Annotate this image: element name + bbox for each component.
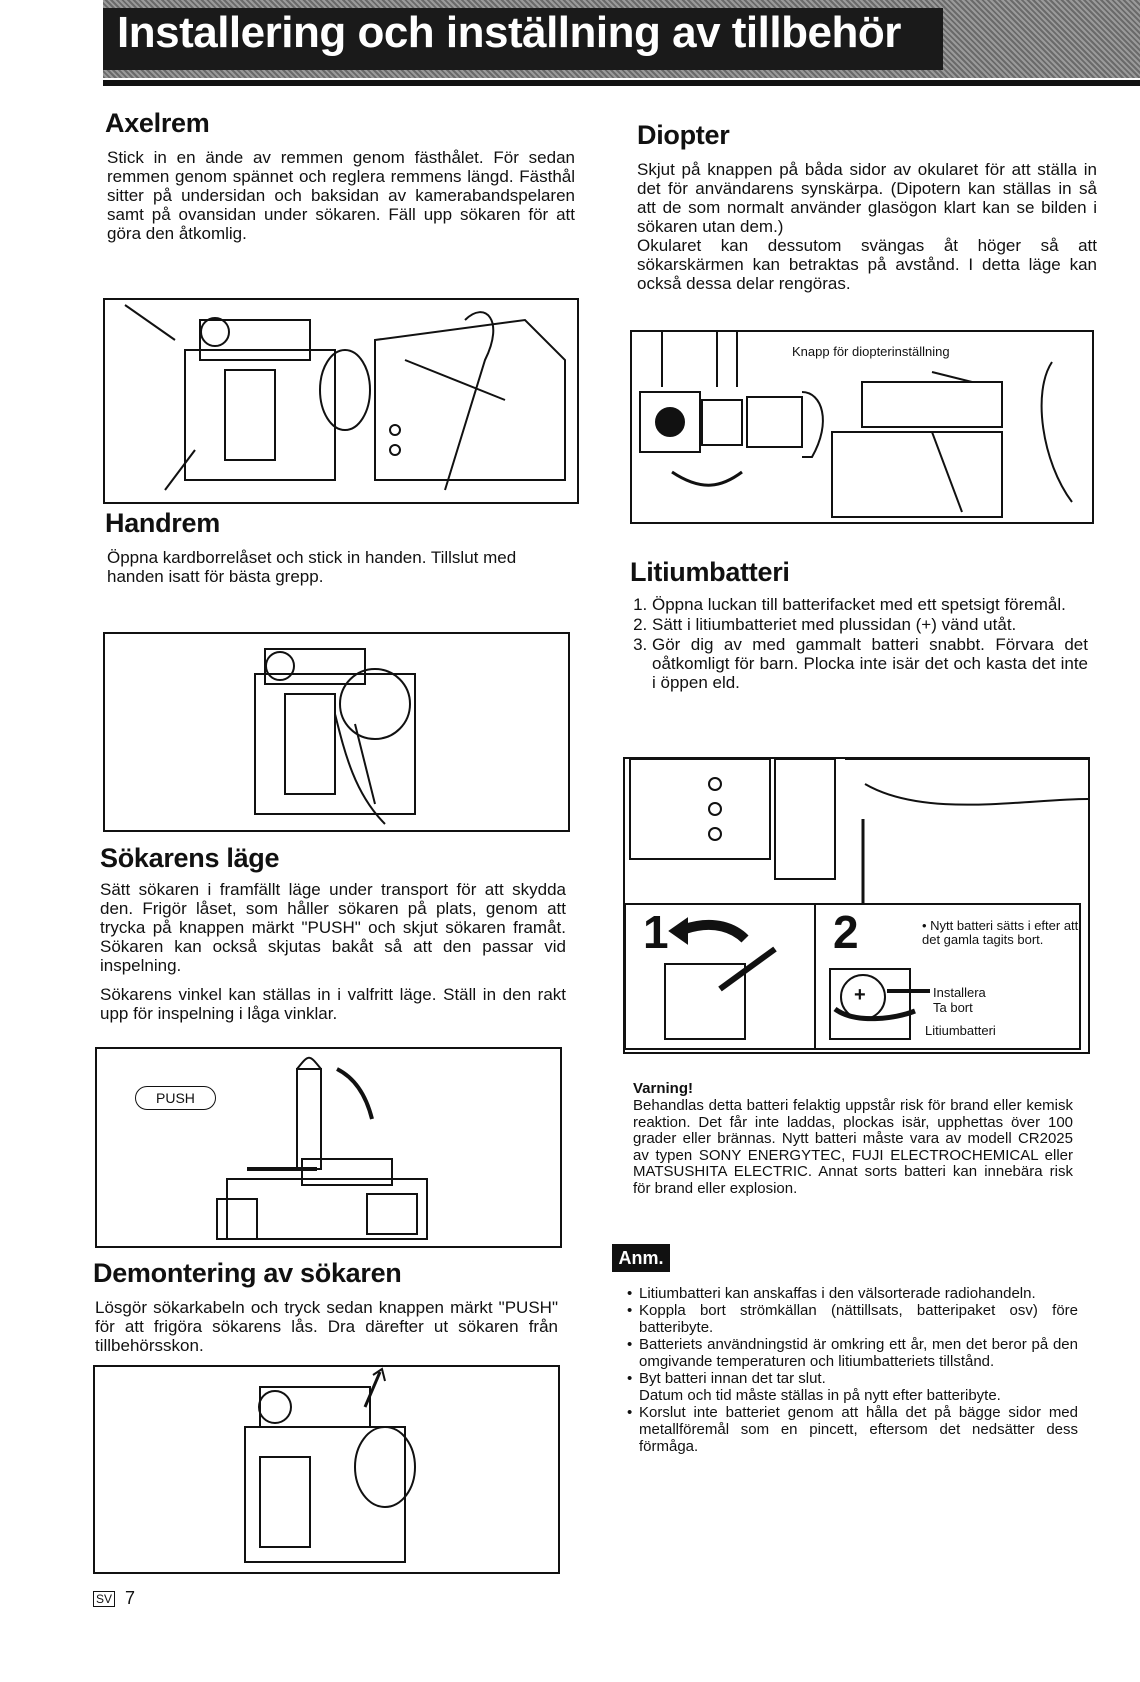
sokarens-lage-text: Sätt sökaren i framfällt läge under tran… (100, 880, 566, 975)
litium-step-3: Gör dig av med gammalt batteri snabbt. F… (652, 635, 1088, 692)
push-button-label: PUSH (135, 1086, 216, 1110)
title-banner: Installering och inställning av tillbehö… (103, 0, 1140, 78)
sokarens-lage-text-2: Sökarens vinkel kan ställas in i valfrit… (100, 985, 566, 1023)
anm-notes: Litiumbatteri kan anskaffas i den välsor… (625, 1285, 1078, 1455)
heading-handrem: Handrem (105, 508, 220, 538)
viewfinder-position-figure: PUSH (95, 1047, 562, 1248)
demontering-text: Lösgör sökarkabeln och tryck sedan knapp… (95, 1298, 558, 1355)
new-battery-note: • Nytt batteri sätts i efter att det gam… (922, 918, 1079, 947)
litium-step-1: Öppna luckan till batterifacket med ett … (652, 595, 1088, 614)
litium-step-2: Sätt i litiumbatteriet med plussidan (+)… (652, 615, 1088, 634)
remove-label: Ta bort (933, 1000, 973, 1015)
heading-litiumbatteri: Litiumbatteri (630, 557, 790, 587)
axelrem-text: Stick in en ände av remmen genom fästhål… (107, 148, 575, 243)
diopter-figure: Knapp för diopterinställning (630, 330, 1094, 524)
install-label: Installera (933, 985, 986, 1000)
anm-note: Korslut inte batteriet genom att hålla d… (627, 1404, 1078, 1455)
title-rule (103, 80, 1140, 86)
title-background (103, 8, 943, 70)
heading-axelrem: Axelrem (105, 108, 210, 138)
battery-figure: 1 2 • Nytt batteri sätts i efter att det… (623, 757, 1090, 1054)
viewfinder-removal-figure (93, 1365, 560, 1574)
anm-note: Koppla bort strömkällan (nättillsats, ba… (627, 1302, 1078, 1336)
anm-note: Byt batteri innan det tar slut. Datum oc… (627, 1370, 1078, 1404)
page-footer: SV 7 (93, 1588, 135, 1609)
heading-demontering: Demontering av sökaren (93, 1258, 402, 1288)
heading-sokarens-lage: Sökarens läge (100, 843, 280, 873)
varning-heading: Varning! (633, 1080, 694, 1097)
anm-note: Litiumbatteri kan anskaffas i den välsor… (627, 1285, 1078, 1302)
anm-label: Anm. (612, 1244, 670, 1272)
step-1-number: 1 (643, 906, 669, 958)
diopter-button-label: Knapp för diopterinställning (792, 344, 950, 359)
shoulder-strap-figure (103, 298, 579, 504)
page-number: 7 (125, 1588, 136, 1608)
litium-steps: Öppna luckan till batterifacket med ett … (628, 595, 1088, 693)
diopter-text: Skjut på knappen på båda sidor av okular… (637, 160, 1097, 236)
anm-note: Batteriets användningstid är omkring ett… (627, 1336, 1078, 1370)
handrem-text: Öppna kardborrelåset och stick in handen… (107, 548, 517, 586)
language-badge: SV (93, 1591, 116, 1608)
heading-diopter: Diopter (637, 120, 730, 150)
step-2-number: 2 (833, 906, 859, 958)
hand-strap-figure (103, 632, 570, 832)
battery-label: Litiumbatteri (925, 1023, 996, 1038)
varning-text: Behandlas detta batteri felaktig uppstår… (633, 1097, 1073, 1197)
diopter-text-2: Okularet kan dessutom svängas åt höger s… (637, 236, 1097, 293)
page-title: Installering och inställning av tillbehö… (117, 8, 901, 57)
plus-sign: + (854, 984, 866, 1006)
